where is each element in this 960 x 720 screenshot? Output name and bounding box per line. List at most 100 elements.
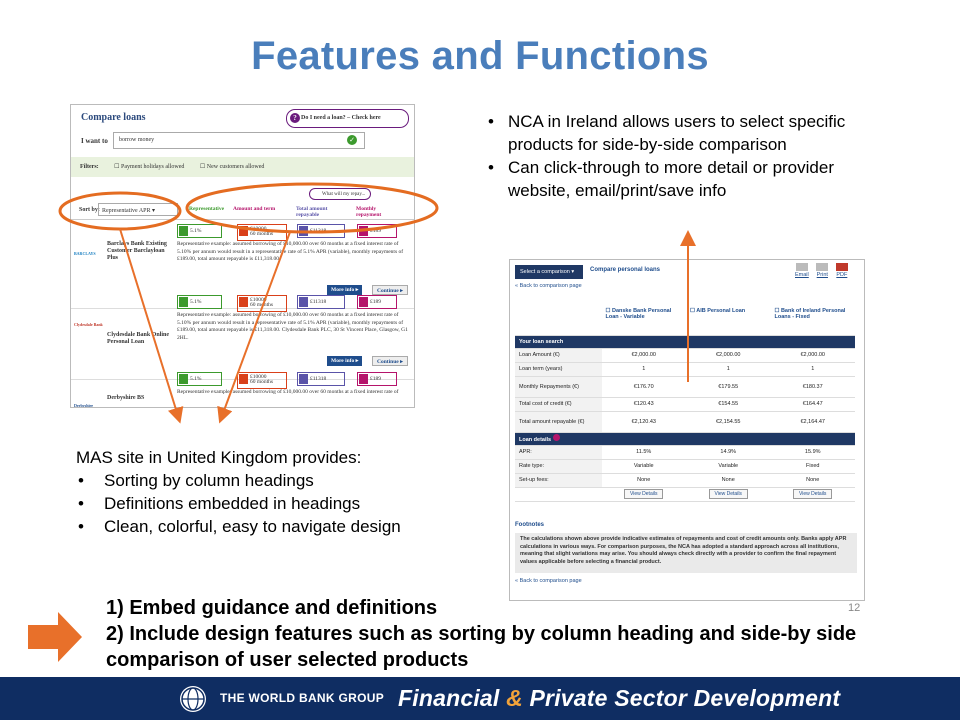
- pdf-label: PDF: [836, 272, 848, 278]
- banner-ampersand: &: [506, 685, 523, 711]
- card-icon: [299, 374, 308, 384]
- cell: 15.9%: [770, 445, 855, 460]
- section-row: Your loan search: [515, 335, 855, 349]
- more-info-button[interactable]: More info ▸: [327, 356, 363, 366]
- filter-label: Payment holidays allowed: [121, 164, 185, 170]
- product-name: Bank of Ireland Personal Loans - Fixed: [774, 308, 846, 320]
- mas-help-link[interactable]: Do I need a loan? – Check here: [286, 109, 409, 128]
- table-row: View Details View Details View Details: [515, 487, 855, 502]
- apr-value: 5.1%: [190, 299, 202, 305]
- back-to-comparison-link-bottom[interactable]: « Back to comparison page: [515, 578, 582, 584]
- cell: €2,120.43: [601, 411, 686, 433]
- cell: €176.70: [601, 376, 686, 398]
- fpsd-banner: Financial & Private Sector Development: [398, 685, 840, 712]
- column-heading-monthly-repayment[interactable]: Monthly repayment: [356, 206, 382, 218]
- print-link[interactable]: Print: [816, 263, 829, 278]
- clock-icon: [239, 226, 248, 236]
- view-details-button[interactable]: View Details: [708, 489, 748, 499]
- term-value: 60 months: [250, 302, 274, 308]
- total-tile: £11318: [297, 295, 345, 309]
- row-label: Loan term (years): [515, 362, 602, 377]
- column-heading-representative[interactable]: Representative: [189, 206, 225, 212]
- footnotes-label: Footnotes: [515, 522, 544, 528]
- row-label: Total cost of credit (€): [515, 397, 602, 412]
- mas-want-select[interactable]: borrow money: [113, 132, 365, 149]
- loan-name[interactable]: Barclays Bank Existing Customer Barclayl…: [107, 241, 167, 261]
- cell: Variable: [685, 459, 771, 474]
- term-value: 60 months: [250, 231, 274, 237]
- apr-tile: 5.1%: [177, 372, 222, 386]
- email-label: Email: [795, 272, 809, 278]
- row-label: Monthly Repayments (€): [515, 376, 602, 398]
- slide-title: Features and Functions: [251, 34, 709, 78]
- info-icon[interactable]: [552, 434, 560, 441]
- mas-text-heading: MAS site in United Kingdom provides:: [76, 448, 362, 467]
- apr-tile: 5.1%: [177, 224, 222, 238]
- view-details-button[interactable]: View Details: [624, 489, 664, 499]
- cell: €180.37: [770, 376, 855, 398]
- cell: 11.5%: [601, 445, 686, 460]
- print-icon: [816, 263, 829, 271]
- world-bank-label: THE WORLD BANK GROUP: [220, 691, 384, 705]
- email-link[interactable]: Email: [795, 263, 809, 278]
- loan-name[interactable]: Clydesdale Bank Online Personal Loan: [107, 332, 170, 345]
- cell: 1: [601, 362, 686, 377]
- percent-icon: [179, 374, 188, 384]
- nca-bullet: Can click-through to more detail or prov…: [482, 156, 867, 202]
- mas-filters: Filters: ☐ Payment holidays allowed ☐ Ne…: [71, 157, 414, 177]
- banner-part-1: Financial: [398, 685, 500, 711]
- monthly-tile: £189: [357, 372, 397, 386]
- cell: €2,000.00: [685, 348, 771, 363]
- nca-screenshot: Select a comparison ▾ Compare personal l…: [509, 259, 865, 601]
- table-row: APR:11.5%14.9%15.9%: [515, 445, 855, 460]
- nca-bullet-list: NCA in Ireland allows users to select sp…: [482, 110, 867, 202]
- product-name: AIB Personal Loan: [696, 308, 746, 314]
- orange-arrow-icon: [28, 612, 82, 662]
- cell: €2,000.00: [601, 348, 686, 363]
- mas-bullet-list: Sorting by column headings Definitions e…: [76, 469, 436, 538]
- column-heading-total-repayable[interactable]: Total amount repayable: [296, 206, 328, 218]
- nca-bullet: NCA in Ireland allows users to select sp…: [482, 110, 867, 156]
- column-heading-amount-term[interactable]: Amount and term: [233, 206, 276, 212]
- product-heading: ☐ AIB Personal Loan: [685, 305, 771, 336]
- loan-name[interactable]: Derbyshire BS: [107, 395, 145, 401]
- apr-tile: 5.1%: [177, 295, 222, 309]
- mas-bullet: Sorting by column headings: [76, 469, 436, 492]
- select-comparison-button[interactable]: Select a comparison ▾: [515, 265, 583, 279]
- cell: 1: [685, 362, 771, 377]
- monthly-value: £189: [370, 376, 381, 382]
- table-row: Monthly Repayments (€)€176.70€179.55€180…: [515, 376, 855, 398]
- section-label: Your loan search: [515, 335, 855, 349]
- check-icon: ✓: [347, 135, 357, 145]
- mas-text-block: MAS site in United Kingdom provides: Sor…: [76, 446, 436, 538]
- cell: €2,154.55: [685, 411, 771, 433]
- mas-screenshot: Compare loans Do I need a loan? – Check …: [70, 104, 415, 408]
- filter-payment-holidays[interactable]: ☐ Payment holidays allowed: [114, 164, 185, 170]
- cell: €2,164.47: [770, 411, 855, 433]
- percent-icon: [179, 297, 188, 307]
- continue-button[interactable]: Continue ▸: [372, 285, 408, 295]
- filter-new-customers[interactable]: ☐ New customers allowed: [199, 164, 265, 170]
- view-details-button[interactable]: View Details: [793, 489, 833, 499]
- table-row: Total cost of credit (€)€120.43€154.55€1…: [515, 397, 855, 412]
- back-to-comparison-link[interactable]: « Back to comparison page: [515, 283, 582, 289]
- row-label: Rate type:: [515, 459, 602, 474]
- pdf-link[interactable]: PDF: [835, 263, 848, 278]
- provider-logo: Derbyshire: [74, 403, 94, 408]
- sort-select[interactable]: Representative APR ▾: [98, 203, 178, 216]
- table-row: Loan Amount (€)€2,000.00€2,000.00€2,000.…: [515, 348, 855, 363]
- world-bank-globe-icon: [180, 686, 206, 712]
- term-value: 60 months: [250, 379, 274, 385]
- total-value: £11318: [310, 299, 327, 305]
- continue-button[interactable]: Continue ▸: [372, 356, 408, 366]
- loan-description: Representative example: assumed borrowin…: [177, 312, 408, 341]
- product-header-row: ☐ Danske Bank Personal Loan - Variable ☐…: [515, 305, 855, 336]
- more-info-button[interactable]: More info ▸: [327, 285, 363, 295]
- summary-line: 1) Embed guidance and definitions: [106, 597, 438, 619]
- clock-icon: [239, 374, 248, 384]
